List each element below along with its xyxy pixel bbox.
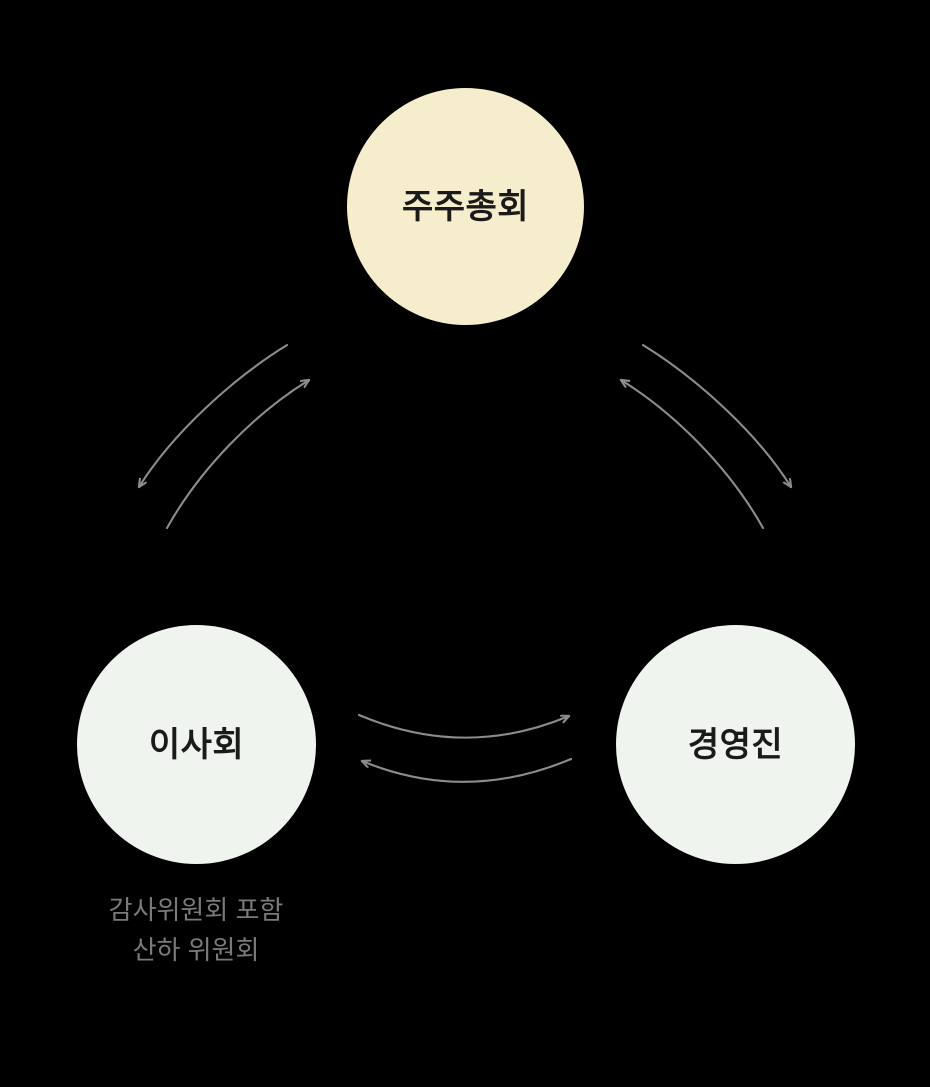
arrow-management-to-board [362, 757, 573, 783]
arrow-shareholders-to-board [139, 343, 289, 487]
board-caption-line-1: 감사위원회 포함 [108, 895, 284, 925]
board-of-directors-caption: 감사위원회 포함 산하 위원회 [36, 890, 356, 971]
arrow-board-to-management [357, 713, 569, 739]
node-shareholders-meeting-label: 주주총회 [401, 187, 530, 226]
node-shareholders-meeting[interactable]: 주주총회 [347, 88, 584, 325]
node-board-of-directors-label: 이사회 [148, 725, 245, 764]
board-caption-line-2: 산하 위원회 [132, 935, 260, 966]
node-management-label: 경영진 [687, 725, 784, 764]
arrow-shareholders-to-management [641, 343, 791, 487]
node-board-of-directors[interactable]: 이사회 [77, 625, 316, 864]
arrow-board-to-shareholders [165, 380, 309, 530]
node-management[interactable]: 경영진 [616, 625, 855, 864]
arrow-management-to-shareholders [621, 380, 765, 530]
